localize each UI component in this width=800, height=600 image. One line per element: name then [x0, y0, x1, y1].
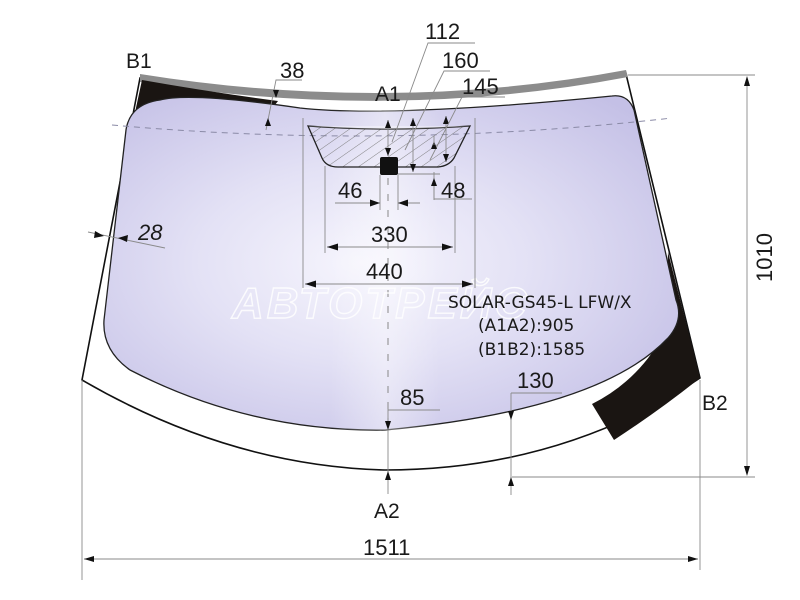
label-a1: A1 [375, 83, 401, 106]
dim-28: 28 [137, 220, 163, 245]
watermark: АВТОТРЕЙС [231, 277, 529, 328]
product-a1a2: (A1A2):905 [478, 316, 574, 336]
dim-38: 38 [280, 58, 304, 83]
label-b1: B1 [126, 50, 152, 73]
label-a2: A2 [374, 500, 400, 523]
dim-130: 130 [517, 368, 554, 393]
label-b2: B2 [702, 392, 728, 415]
dim-145: 145 [462, 74, 499, 99]
product-b1b2: (B1B2):1585 [478, 340, 585, 360]
dim-48: 48 [441, 178, 465, 203]
sensor-hatched-area [306, 125, 472, 168]
dim-1010: 1010 [752, 233, 777, 282]
sensor-mount [380, 157, 398, 175]
dim-160: 160 [442, 48, 479, 73]
dim-440: 440 [366, 259, 403, 284]
top-molding [140, 70, 628, 101]
dim-46: 46 [338, 178, 362, 203]
dim-1511: 1511 [363, 535, 410, 560]
product-code: SOLAR-GS45-L LFW/X [448, 293, 632, 313]
dim-330: 330 [371, 222, 408, 247]
dim-112: 112 [425, 19, 460, 44]
dim-85: 85 [400, 385, 424, 410]
